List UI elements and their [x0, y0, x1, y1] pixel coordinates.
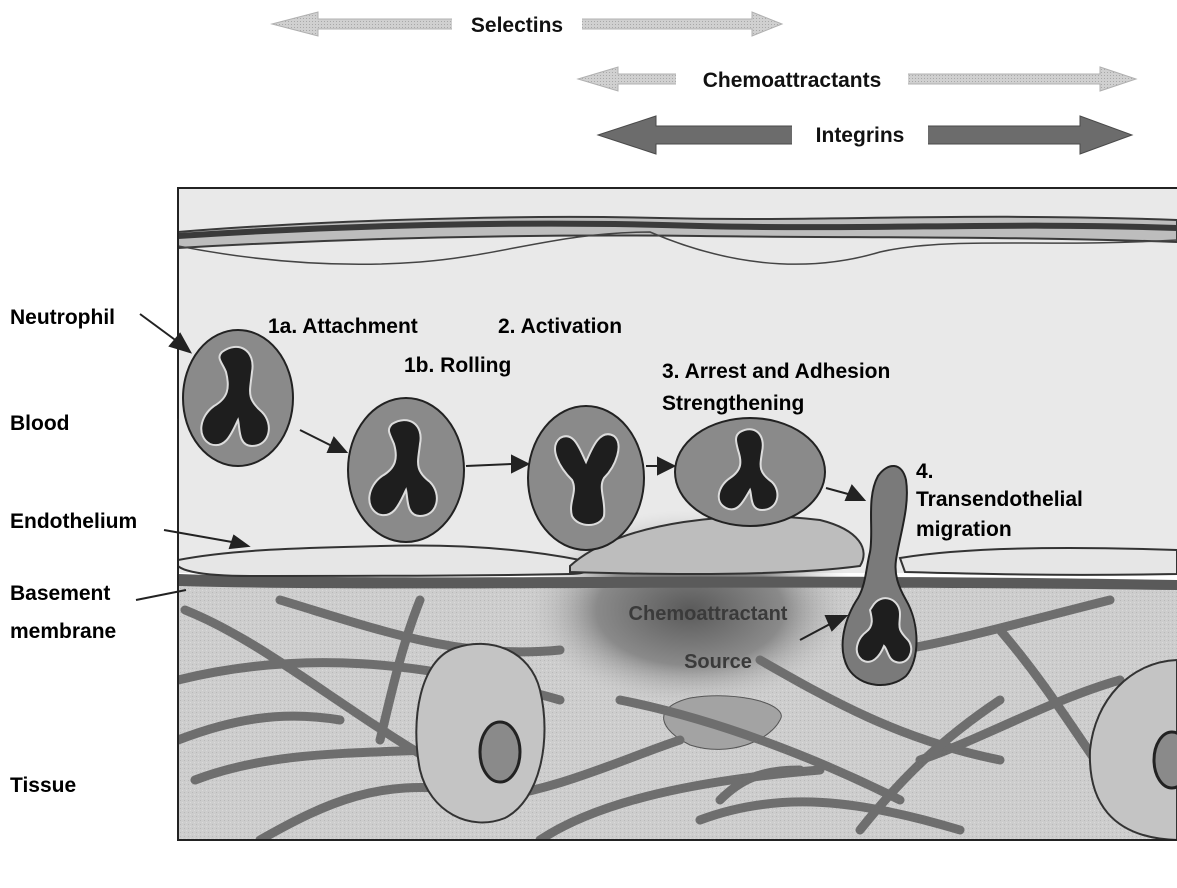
endothelium-label: Endothelium [10, 510, 137, 533]
endothelial-cell-right [900, 548, 1177, 575]
step-migration-number: 4. [916, 460, 934, 483]
step-arrest-label-line1: 3. Arrest and Adhesion [662, 360, 890, 383]
neutrophil-cell-attachment [183, 330, 293, 466]
step-arrest-label-line2: Strengthening [662, 392, 804, 415]
basement-membrane-label-line2: membrane [10, 620, 116, 643]
source-label-line1: Chemoattractant [629, 603, 788, 625]
step-rolling-label: 1b. Rolling [404, 354, 511, 377]
step-attachment-label: 1a. Attachment [268, 315, 418, 338]
chemoattractants-label: Chemoattractants [703, 69, 882, 92]
chemoattractants-arrow: Chemoattractants [578, 64, 1136, 94]
step-migration-label-line1: Transendothelial [916, 488, 1083, 511]
tissue-cell [416, 644, 544, 823]
selectins-arrow: Selectins [272, 10, 782, 38]
neutrophil-cell-activation [528, 406, 644, 550]
integrins-label: Integrins [816, 124, 905, 147]
step-migration-label-line2: migration [916, 518, 1012, 541]
tissue-label: Tissue [10, 774, 76, 797]
source-label-line2: Source [684, 651, 752, 673]
vessel-and-tissue-box [177, 188, 1177, 840]
blood-label: Blood [10, 412, 69, 435]
neutrophil-label: Neutrophil [10, 306, 115, 329]
selectins-label: Selectins [471, 14, 563, 37]
step-activation-label: 2. Activation [498, 315, 622, 338]
neutrophil-cell-rolling [348, 398, 464, 542]
basement-membrane-label-line1: Basement [10, 582, 110, 605]
neutrophil-cell-arrest [675, 418, 825, 526]
integrins-arrow: Integrins [598, 116, 1132, 154]
